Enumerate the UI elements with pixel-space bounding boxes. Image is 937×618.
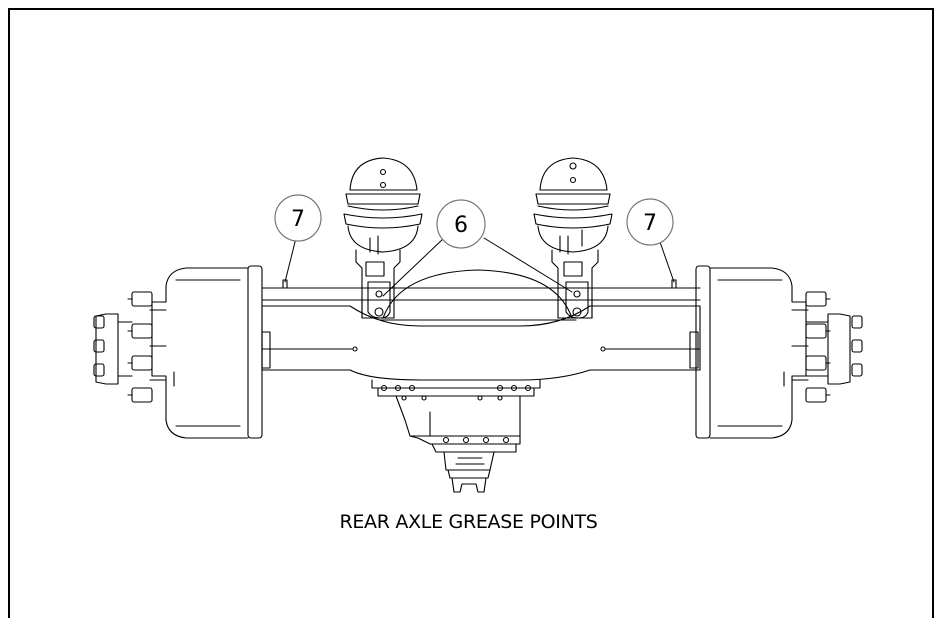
callout-6: 6 bbox=[436, 199, 486, 249]
callout-leaders bbox=[284, 237, 675, 297]
callout-circle bbox=[274, 194, 322, 242]
callout-label: 7 bbox=[643, 211, 657, 236]
callout-label: 6 bbox=[454, 213, 468, 238]
right-brake-chamber bbox=[533, 157, 613, 319]
callout-circle bbox=[436, 199, 486, 249]
left-wheel-hub bbox=[93, 265, 263, 439]
leader-right-7 bbox=[659, 241, 675, 283]
diagram-caption: REAR AXLE GREASE POINTS bbox=[339, 511, 598, 533]
axle-beam bbox=[261, 279, 701, 381]
leader-left-6 bbox=[382, 237, 445, 297]
leader-left-7 bbox=[284, 237, 297, 283]
callout-7-left: 7 bbox=[274, 194, 322, 242]
drawing-frame bbox=[8, 8, 934, 618]
right-wheel-hub bbox=[695, 265, 863, 439]
callout-circle bbox=[626, 198, 674, 246]
differential-housing bbox=[371, 269, 577, 493]
callout-label: 7 bbox=[291, 207, 305, 232]
left-brake-chamber bbox=[343, 157, 423, 319]
leader-right-6 bbox=[483, 237, 573, 293]
callout-7-right: 7 bbox=[626, 198, 674, 246]
